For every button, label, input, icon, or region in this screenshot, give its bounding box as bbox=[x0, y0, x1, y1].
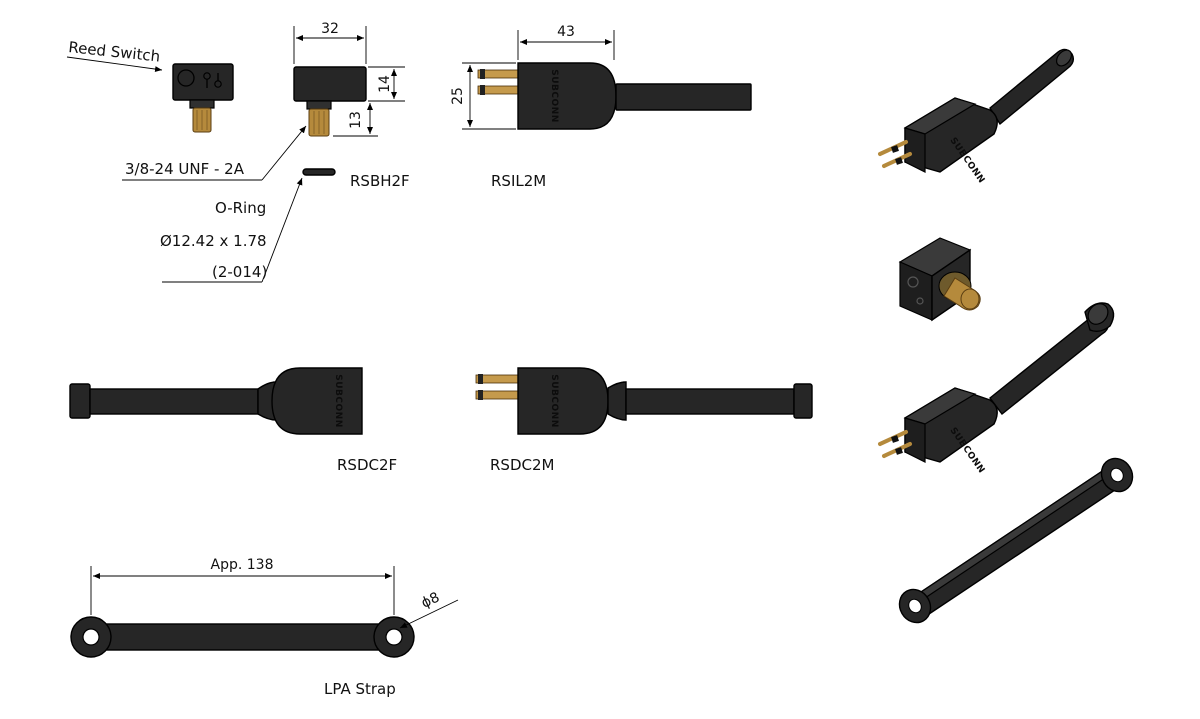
rsbh2f-label: RSBH2F bbox=[350, 172, 410, 190]
oring-code-label: (2-014) bbox=[212, 263, 267, 281]
rsil2m-label: RSIL2M bbox=[491, 172, 546, 190]
rsbh2f-drawing: 32 14 13 3/8-24 UNF - 2A O-Ring Ø12.42 x… bbox=[122, 21, 410, 283]
dim-il-length: 43 bbox=[557, 24, 575, 40]
oring-size-label: Ø12.42 x 1.78 bbox=[160, 232, 267, 250]
reed-switch-body bbox=[172, 63, 234, 101]
rsbh2f-body bbox=[293, 66, 367, 102]
thread-label: 3/8-24 UNF - 2A bbox=[125, 160, 245, 178]
reed-switch-socket-icon bbox=[177, 69, 195, 87]
rsdc2f-cable bbox=[89, 388, 259, 415]
rsdc2f-body bbox=[271, 367, 363, 435]
rsdc2m-drawing: SUBCONN RSDC2M bbox=[475, 367, 813, 474]
iso-rsil2m-render: SUBCONN bbox=[878, 48, 1075, 186]
oring-label: O-Ring bbox=[215, 199, 266, 217]
rsil2m-brand: SUBCONN bbox=[549, 69, 559, 122]
iso-strap-bar bbox=[910, 469, 1120, 617]
iso-strap-render bbox=[898, 457, 1134, 624]
rsdc2f-label: RSDC2F bbox=[337, 456, 397, 474]
dim-strap-length: App. 138 bbox=[211, 557, 274, 573]
dim-bh-thread-len: 13 bbox=[348, 111, 364, 129]
rsil2m-body bbox=[517, 62, 617, 130]
rsdc2m-body bbox=[517, 367, 609, 435]
reed-switch-drawing: Reed Switch bbox=[66, 38, 234, 133]
rsil2m-cable bbox=[615, 83, 752, 111]
dim-il-height: 25 bbox=[450, 87, 466, 105]
dim-bh-height: 14 bbox=[377, 75, 393, 93]
oring-shape bbox=[302, 168, 336, 176]
reed-switch-label: Reed Switch bbox=[68, 38, 161, 66]
iso-rsdc2m-render: SUBCONN bbox=[878, 302, 1115, 476]
dim-strap-hole: ϕ8 bbox=[419, 589, 442, 611]
rsdc2f-brand: SUBCONN bbox=[333, 374, 343, 427]
dim-bh-width: 32 bbox=[321, 21, 339, 37]
lpa-strap-label: LPA Strap bbox=[324, 680, 396, 698]
rsdc2m-label: RSDC2M bbox=[490, 456, 554, 474]
rsdc2f-drawing: SUBCONN RSDC2F bbox=[69, 367, 397, 474]
rsdc2m-brand: SUBCONN bbox=[549, 374, 559, 427]
iso-rsbh2f-render bbox=[898, 237, 981, 322]
lpa-strap-drawing: App. 138 ϕ8 LPA Strap bbox=[70, 557, 459, 698]
rsdc2m-cable bbox=[625, 388, 795, 415]
strap-bar bbox=[91, 623, 393, 651]
rsil2m-drawing: SUBCONN 43 25 RSIL2M bbox=[450, 24, 752, 190]
